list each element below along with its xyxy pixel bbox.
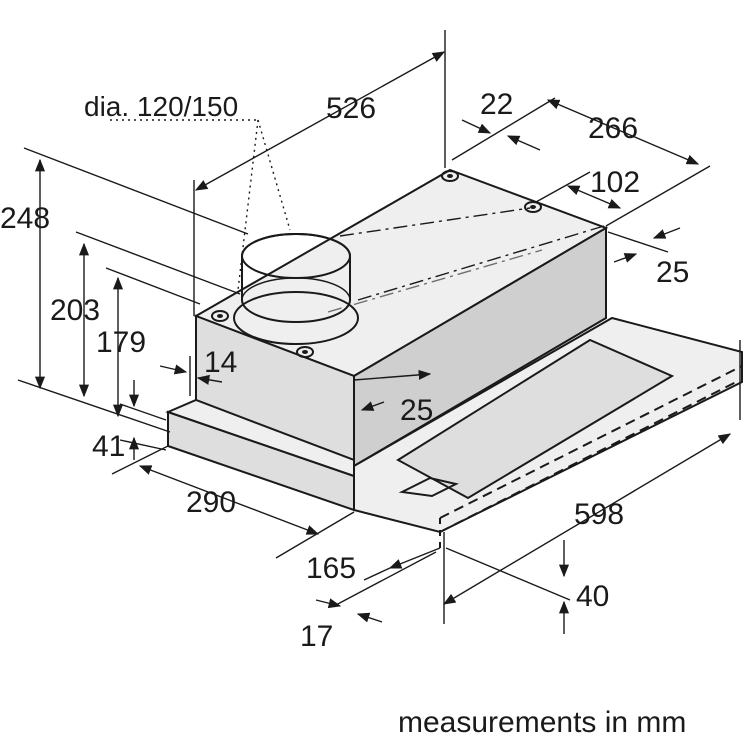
dim-179-label: 179 — [96, 326, 146, 359]
dim-248-label: 248 — [0, 202, 50, 235]
dim-41-label: 41 — [92, 430, 125, 463]
dim-266-label: 266 — [588, 112, 638, 145]
dim-40-label: 40 — [576, 580, 609, 613]
dim-290-label: 290 — [186, 486, 236, 519]
dim-526-label: 526 — [326, 92, 376, 125]
mounting-hole — [524, 201, 542, 213]
dim-203-label: 203 — [50, 294, 100, 327]
hood-side-face — [353, 226, 607, 468]
dim-17-label: 17 — [300, 620, 333, 653]
dimension-lines — [17, 30, 732, 634]
dim-25-mid-label: 25 — [400, 394, 433, 427]
dim-598-label: 598 — [574, 498, 624, 531]
dim-22-label: 22 — [480, 88, 513, 121]
dim-165-label: 165 — [306, 552, 356, 585]
hood-body — [193, 168, 609, 468]
dim-14-label: 14 — [204, 346, 237, 379]
mounting-hole — [296, 346, 314, 358]
diameter-label: dia. 120/150 — [84, 91, 238, 122]
mounting-hole — [211, 310, 229, 322]
dimension-labels: dia. 120/150 526 22 266 102 25 248 203 1… — [0, 88, 689, 739]
units-footer: measurements in mm — [398, 706, 686, 739]
dim-102-label: 102 — [590, 166, 640, 199]
dim-25-right-label: 25 — [656, 256, 689, 289]
